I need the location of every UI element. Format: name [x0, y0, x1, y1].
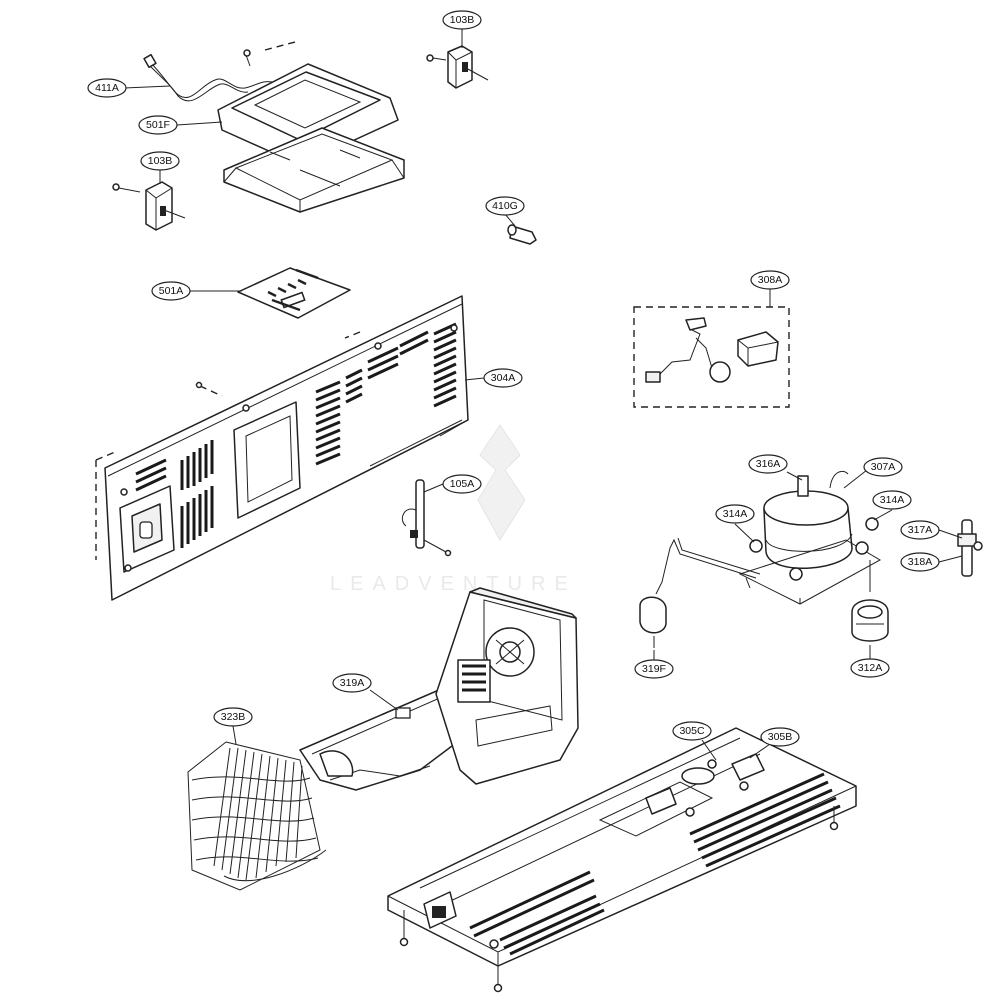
svg-text:323B: 323B	[221, 711, 246, 723]
callout-319F: 319F	[634, 659, 674, 679]
callout-501A: 501A	[151, 281, 191, 301]
svg-text:410G: 410G	[492, 200, 518, 212]
svg-text:317A: 317A	[908, 524, 933, 536]
watermark-text: LEADVENTURE	[330, 573, 577, 595]
callout-305B: 305B	[760, 727, 800, 747]
control-panel-part	[217, 41, 405, 213]
callout-304A: 304A	[483, 368, 523, 388]
sensor-part	[401, 479, 452, 557]
watermark: LEADVENTURE	[330, 424, 577, 595]
callout-105A: 105A	[442, 474, 482, 494]
callout-323B: 323B	[213, 707, 253, 727]
svg-text:501A: 501A	[159, 285, 184, 297]
lamp-part	[507, 224, 537, 245]
valve-part	[957, 519, 983, 577]
svg-text:305C: 305C	[679, 725, 705, 737]
callout-318A: 318A	[900, 552, 940, 572]
callout-316A: 316A	[748, 454, 788, 474]
power-cord-part	[143, 53, 273, 102]
callout-314A-right: 314A	[872, 490, 912, 510]
svg-text:318A: 318A	[908, 556, 933, 568]
svg-text:319A: 319A	[340, 677, 365, 689]
pcb-part	[237, 267, 351, 319]
svg-text:314A: 314A	[880, 494, 905, 506]
callout-312A: 312A	[850, 658, 890, 678]
callout-317A: 317A	[900, 520, 940, 540]
callout-314A-left: 314A	[715, 504, 755, 524]
callout-103B-left: 103B	[140, 151, 180, 171]
fan-duct-part	[299, 587, 579, 791]
grommet-part	[851, 560, 889, 642]
svg-text:314A: 314A	[723, 508, 748, 520]
svg-text:307A: 307A	[871, 461, 896, 473]
compressor-part	[738, 470, 882, 605]
callout-410G: 410G	[485, 196, 525, 216]
callout-501F: 501F	[138, 115, 178, 135]
callout-308A: 308A	[750, 270, 790, 290]
svg-text:316A: 316A	[756, 458, 781, 470]
svg-text:103B: 103B	[148, 155, 173, 167]
callout-411A: 411A	[87, 78, 127, 98]
bracket-upper-part	[426, 45, 489, 89]
callout-103B-top: 103B	[442, 10, 482, 30]
svg-text:103B: 103B	[450, 14, 475, 26]
tubing-part	[639, 537, 761, 648]
condenser-coil-part	[187, 741, 327, 891]
leader-lines	[124, 29, 963, 761]
base-plate-part	[387, 727, 857, 993]
relay-kit-part	[633, 306, 790, 408]
callout-307A: 307A	[863, 457, 903, 477]
svg-text:319F: 319F	[642, 663, 666, 675]
svg-text:411A: 411A	[95, 82, 119, 94]
svg-text:312A: 312A	[858, 662, 883, 674]
callout-305C: 305C	[672, 721, 712, 741]
svg-text:501F: 501F	[146, 119, 170, 131]
svg-text:105A: 105A	[450, 478, 475, 490]
callout-319A: 319A	[332, 673, 372, 693]
rear-cover-part	[95, 295, 469, 601]
svg-text:305B: 305B	[768, 731, 793, 743]
svg-text:308A: 308A	[758, 274, 783, 286]
bracket-lower-part	[112, 181, 186, 231]
svg-text:304A: 304A	[491, 372, 516, 384]
